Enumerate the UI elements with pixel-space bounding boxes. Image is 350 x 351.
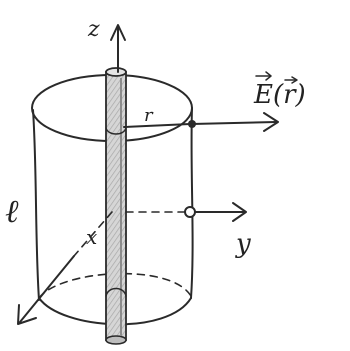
length-label: ℓ bbox=[5, 192, 19, 230]
r-vector-overarrow-head bbox=[291, 76, 298, 84]
z-axis-label: z bbox=[87, 17, 100, 42]
field-vector-overarrow-head bbox=[265, 71, 272, 81]
y-axis-label: y bbox=[235, 229, 251, 259]
cylinder-right-wall bbox=[190, 107, 194, 299]
field-vector-label: E(r) bbox=[253, 80, 306, 110]
line-charge-rod bbox=[105, 71, 127, 341]
field-vector-arrowhead bbox=[263, 112, 279, 132]
x-axis-arrowhead bbox=[17, 304, 37, 325]
rod-bottom-crossing bbox=[105, 287, 127, 297]
rod-bottom-cap bbox=[105, 335, 127, 345]
cylinder-left-wall bbox=[32, 109, 40, 301]
x-axis-dashed bbox=[73, 211, 113, 257]
z-axis-arrowhead bbox=[110, 24, 126, 41]
radius-label: r bbox=[144, 105, 154, 126]
rod-top-crossing bbox=[105, 127, 127, 135]
radius-line bbox=[123, 123, 191, 128]
surface-point-side bbox=[184, 206, 196, 218]
x-axis-label: x bbox=[86, 225, 97, 249]
y-axis-arrowhead bbox=[232, 202, 247, 222]
field-vector-line bbox=[191, 121, 277, 125]
x-axis-line bbox=[19, 255, 75, 323]
rod-top-cap bbox=[105, 67, 127, 77]
